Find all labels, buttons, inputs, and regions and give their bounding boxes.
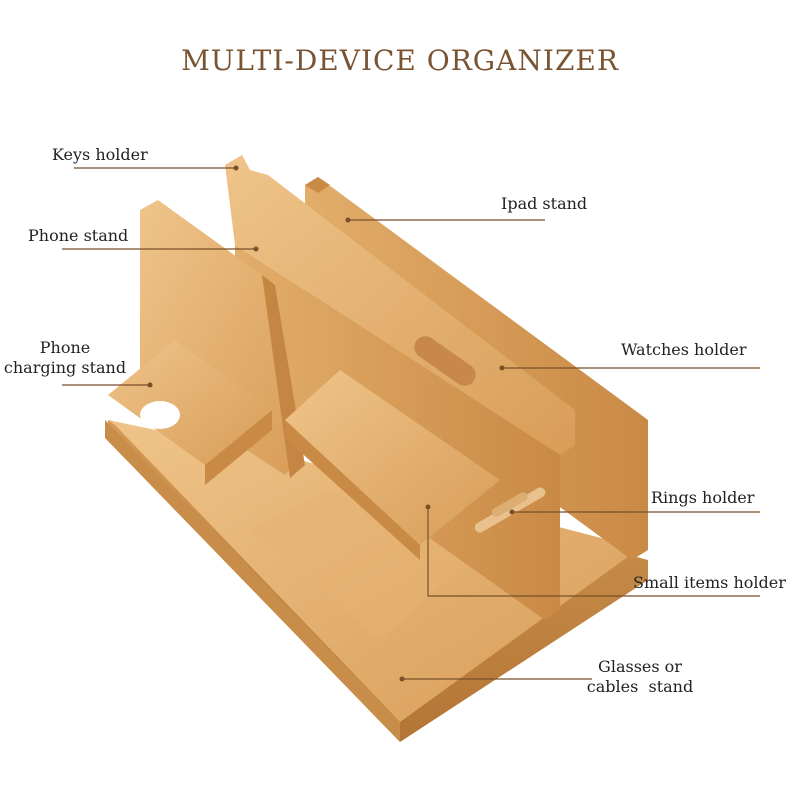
label-small-items-holder: Small items holder [633, 573, 786, 592]
label-glasses-cables-stand: Glasses or cables stand [580, 657, 700, 697]
page-title: MULTI-DEVICE ORGANIZER [181, 44, 619, 77]
label-phone-charging-line2: charging stand [3, 358, 127, 377]
label-watches-holder: Watches holder [621, 340, 747, 359]
leader-dots [147, 165, 515, 682]
label-ipad-stand: Ipad stand [501, 194, 588, 213]
label-phone-charging-stand: Phone charging stand [0, 338, 130, 378]
leader-small-items-holder [427, 507, 760, 597]
label-keys-holder: Keys holder [52, 145, 148, 164]
label-glasses-line2: cables stand [586, 677, 694, 696]
rings-holder-pegs [474, 487, 546, 533]
label-glasses-line1: Glasses or [598, 657, 682, 676]
base-tray [105, 420, 648, 742]
label-phone-stand: Phone stand [28, 226, 129, 245]
phone-charging-shelf [108, 340, 272, 485]
label-rings-holder: Rings holder [651, 488, 755, 507]
label-phone-charging-line1: Phone [39, 338, 91, 357]
leader-lines [62, 167, 760, 680]
small-items-shelf [285, 370, 500, 560]
